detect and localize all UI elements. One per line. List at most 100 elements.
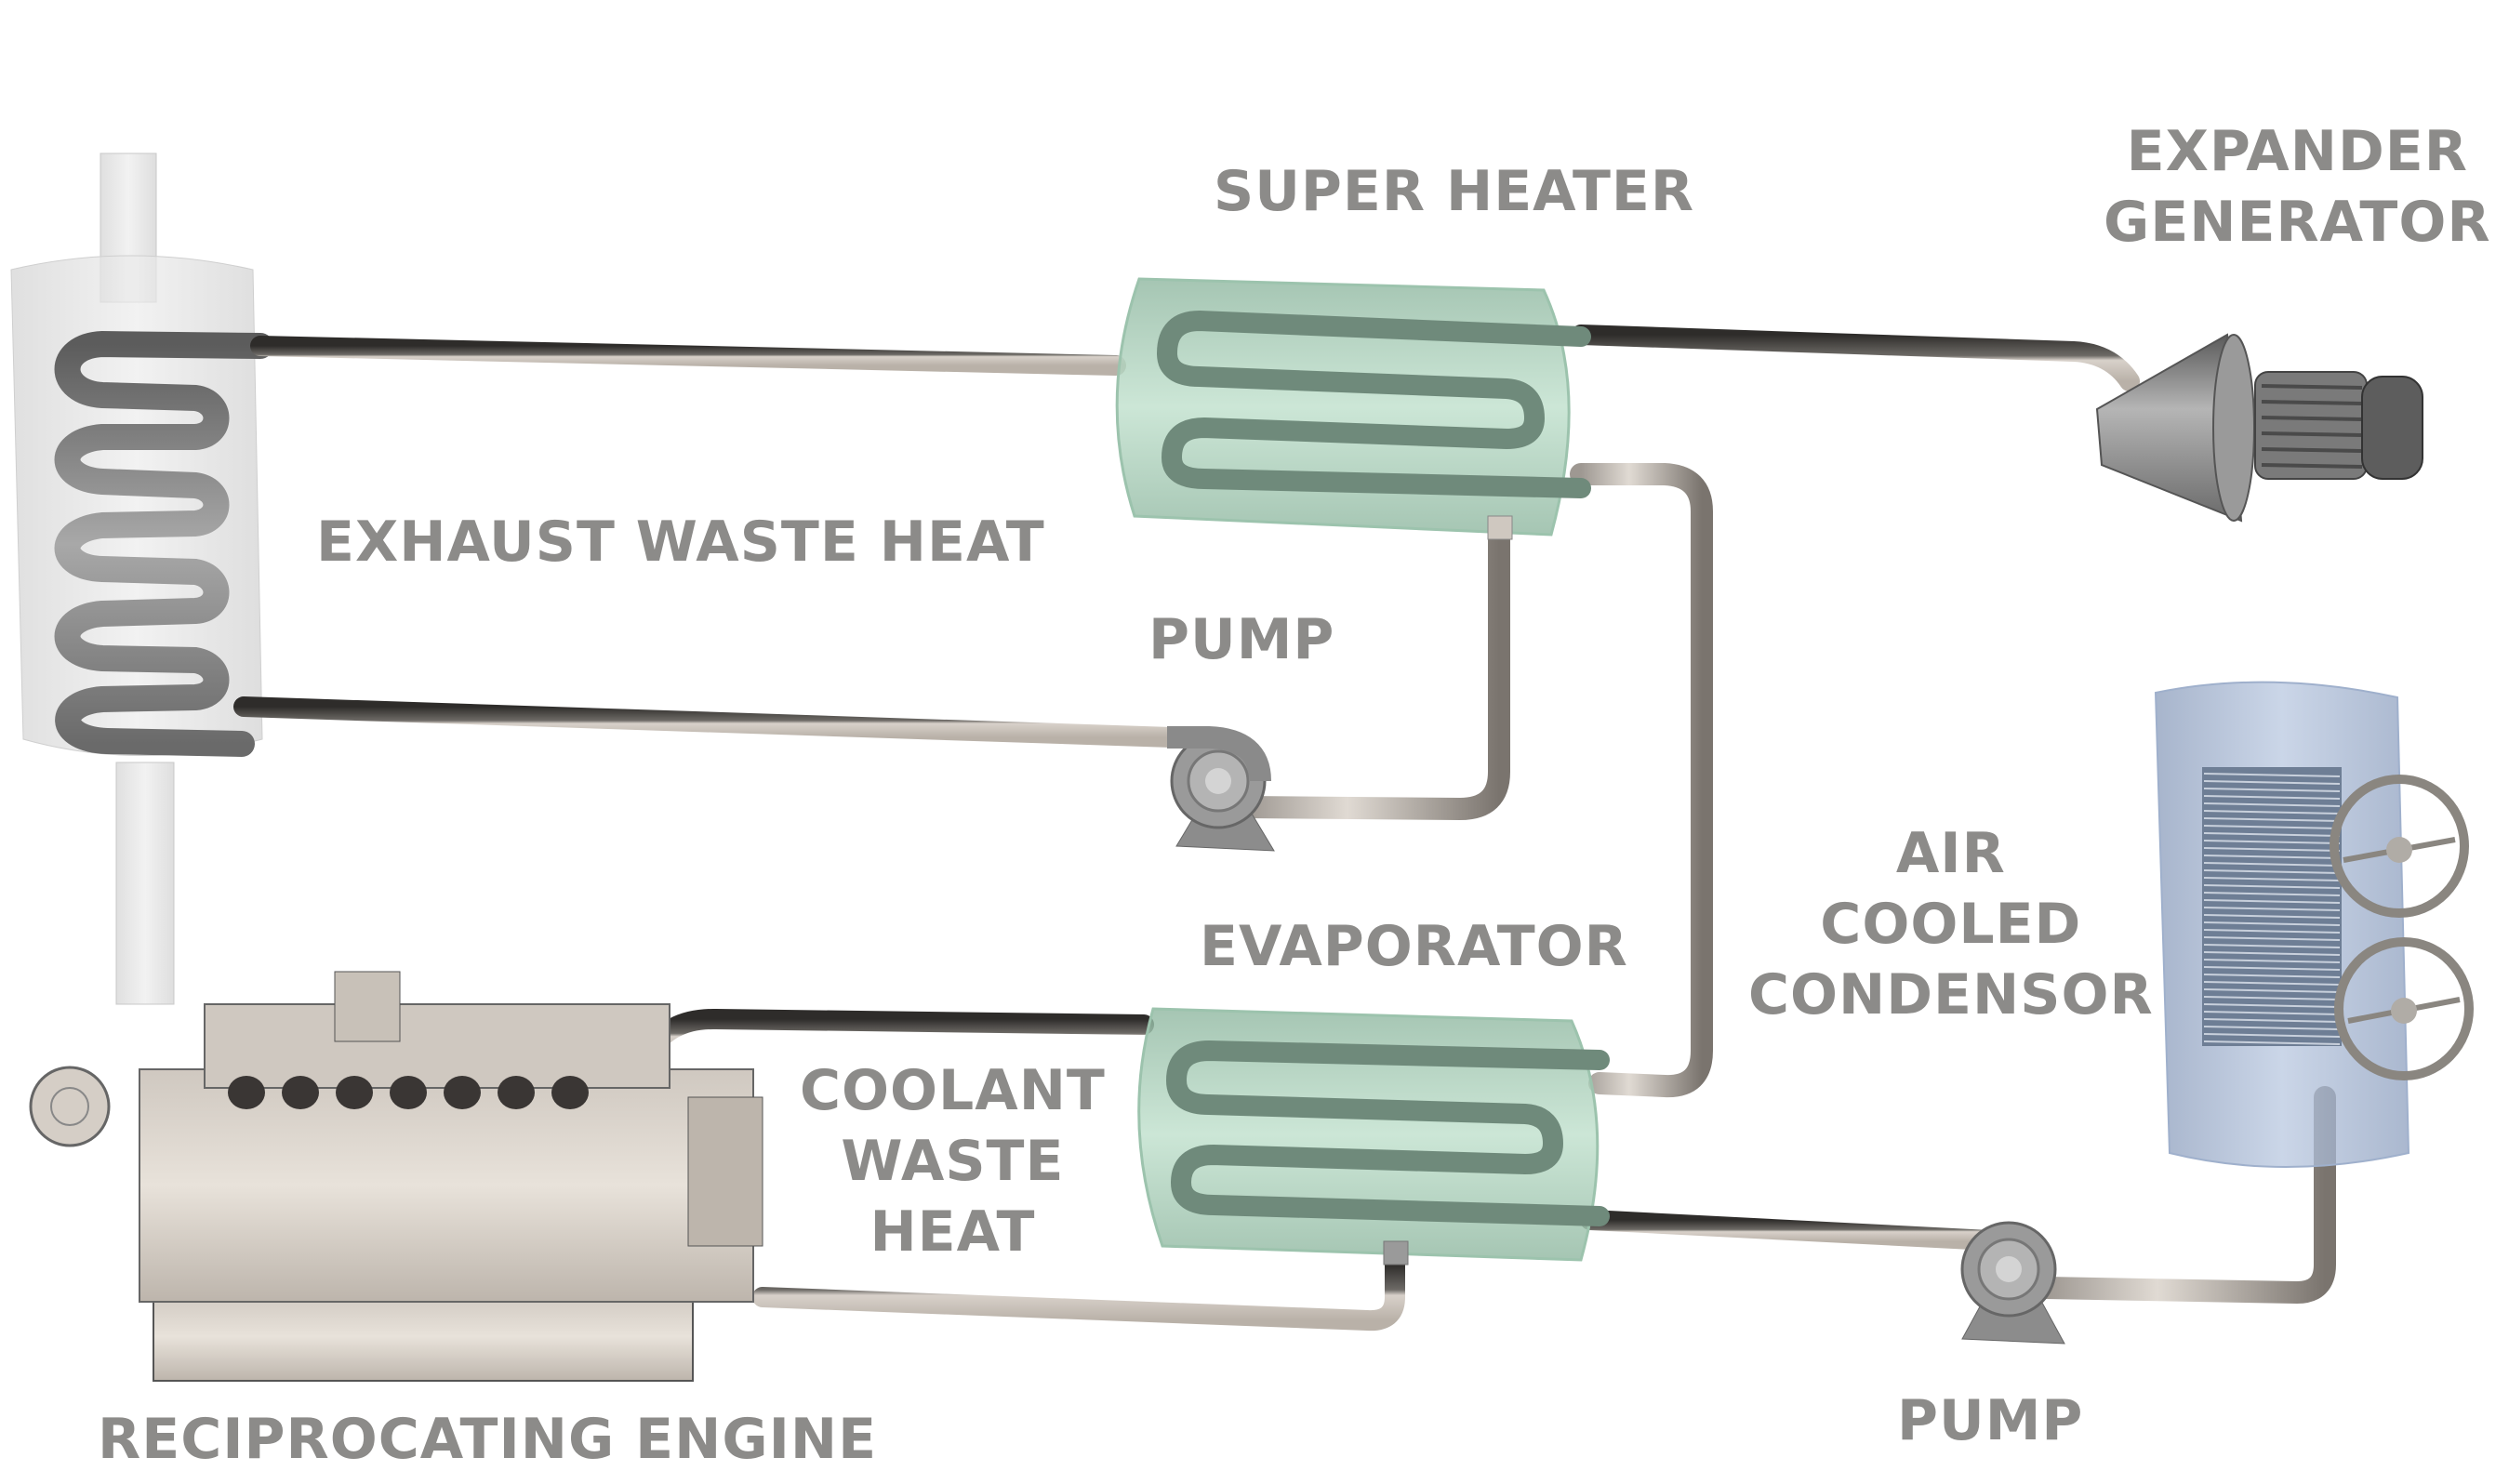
condenser-fan-2 [2334,937,2474,1080]
reciprocating-engine [29,971,763,1382]
condenser-fan-1 [2330,775,2469,918]
condenser-fin [2203,788,2341,792]
condenser-fin [2203,825,2341,829]
engine-cylinder-head [498,1076,535,1109]
generator-fins [2261,384,2363,469]
engine-cylinder-head [282,1076,319,1109]
condenser-fin [2203,996,2341,1000]
generator-end-cap [2361,376,2423,480]
condenser-fin [2203,810,2341,815]
label-evaporator: EVAPORATOR [1200,911,1628,982]
condenser-fin [2203,1003,2341,1008]
pump-bottom-hub [1996,1256,2022,1282]
label-line: AIR [1895,821,2006,886]
condenser-fin [2203,936,2341,941]
condenser-fin [2203,1026,2341,1030]
condenser-fin [2203,817,2341,822]
pipe-evaporator-to-superheater [1570,463,1713,1098]
exhaust-coil [54,330,273,757]
label-line: COOLED [1820,892,2082,957]
pipe-pump-to-evaporator [1580,1210,2019,1252]
label-line: PUMP [1148,607,1335,672]
engine-cylinders [228,1076,589,1109]
pump-top-outlet [1167,726,1271,782]
evaporator [1137,1007,1610,1265]
pipe-superheater-to-expander [1571,325,2140,391]
engine-pulley-housing [687,1096,763,1247]
label-super-heater: SUPER HEATER [1214,156,1694,227]
condenser-fin [2203,981,2341,986]
label-line: RECIPROCATING ENGINE [98,1407,878,1472]
super-heater-tubes [1156,310,1591,498]
condenser-fin [2203,780,2341,785]
condenser-fin [2203,944,2341,948]
engine-head [204,1003,670,1089]
condenser-fin [2203,951,2341,956]
condenser-fin [2203,773,2341,777]
engine-block [139,1068,754,1303]
evaporator-tubes [1165,1040,1610,1226]
engine-base [153,1292,694,1382]
pipe-network [233,325,2336,1332]
engine-cylinder-head [551,1076,589,1109]
condenser-fin [2203,869,2341,874]
pump-top [1167,726,1275,852]
label-coolant-waste-heat: COOLANT WASTE HEAT [800,1055,1106,1267]
engine-cylinder-head [336,1076,373,1109]
evaporator-nozzle [1383,1240,1409,1265]
condenser-fin [2203,1040,2341,1045]
label-line: CONDENSOR [1748,962,2154,1027]
label-line: COOLANT [800,1058,1106,1123]
super-heater [1115,277,1591,540]
condenser-fin [2203,877,2341,881]
label-line: EVAPORATOR [1200,914,1628,979]
label-line: EXHAUST WASTE HEAT [316,510,1045,575]
label-line: GENERATOR [2104,190,2491,255]
engine-flywheel-hub [50,1087,89,1126]
label-line: EXPANDER [2126,119,2468,184]
condenser-fin [2203,907,2341,911]
condenser-fin [2203,847,2341,852]
label-pump-bottom: PUMP [1897,1385,2083,1456]
condenser-fin [2203,1011,2341,1015]
pipe-pump-to-exhaust [233,696,1182,748]
pump-top-hub [1205,768,1231,794]
condenser-fin [2203,1018,2341,1023]
condenser-fin [2203,1033,2341,1038]
condenser-fin [2203,795,2341,800]
engine-cylinder-head [444,1076,481,1109]
label-line: WASTE [841,1129,1065,1194]
label-expander-generator: EXPANDER GENERATOR [2104,116,2491,258]
condenser-fin [2203,802,2341,807]
engine-turbo [334,971,401,1042]
label-line: HEAT [870,1199,1036,1265]
label-reciprocating-engine: RECIPROCATING ENGINE [98,1404,877,1475]
pump-bottom [1960,1221,2065,1345]
condenser-fin [2203,988,2341,993]
pipe-engine-to-evaporator [641,1008,1154,1061]
exhaust-heat-exchanger [10,152,273,1005]
expander-face [2212,334,2255,522]
condenser-fin [2203,899,2341,904]
pipe-exhaust-to-superheater [250,336,1126,376]
air-cooled-condenser [2154,681,2474,1168]
label-line: SUPER HEATER [1214,159,1695,224]
condenser-fin [2203,840,2341,844]
expander-generator [2095,333,2423,523]
condenser-fin-block [2202,767,2342,1046]
condenser-fin [2203,959,2341,963]
condenser-fin [2203,855,2341,859]
condenser-fin [2203,966,2341,971]
condenser-fin [2203,914,2341,919]
condenser-fin [2203,832,2341,837]
label-exhaust-waste-heat: EXHAUST WASTE HEAT [316,507,1045,577]
engine-cylinder-head [390,1076,427,1109]
engine-flywheel [29,1066,111,1147]
label-air-cooled-condensor: AIR COOLED CONDENSOR [1748,818,2154,1030]
pipe-superheater-to-pump [1235,523,1510,820]
condenser-fin [2203,921,2341,926]
condenser-fin [2203,974,2341,978]
pipe-evaporator-to-engine [752,1254,1405,1332]
condenser-fin [2203,884,2341,889]
label-line: PUMP [1897,1388,2084,1453]
